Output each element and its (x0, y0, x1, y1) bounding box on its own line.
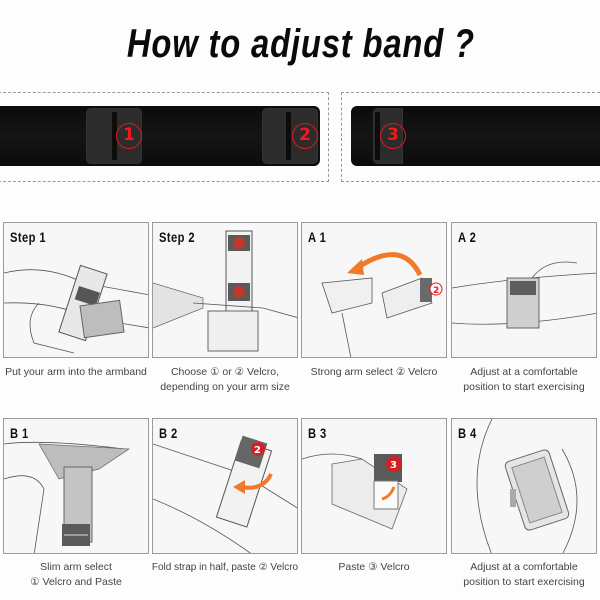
step-b3-panel: 3 B 3 (301, 418, 447, 554)
marker-2: 2 (292, 123, 318, 149)
step-a2-panel: A 2 (451, 222, 597, 358)
step-label: Step 2 (159, 229, 196, 245)
phone-armband-illustration (476, 419, 578, 553)
step-label: B 4 (458, 425, 477, 441)
step-a1-caption: Strong arm select ② Velcro (299, 365, 449, 380)
velcro-slot-3 (375, 112, 380, 160)
step-b4-panel: B 4 (451, 418, 597, 554)
step-b1-caption: Slim arm select ① Velcro and Paste (1, 560, 151, 590)
step-1-panel: Step 1 (3, 222, 149, 358)
caption-line: Slim arm select (40, 561, 112, 573)
step-a1-panel: 2 A 1 (301, 222, 447, 358)
marker-3: 3 (380, 123, 406, 149)
band-diagram-right-frame (341, 92, 600, 182)
caption-line: depending on your arm size (160, 381, 290, 393)
band-left: 1 2 (0, 106, 320, 166)
svg-text:3: 3 (390, 460, 397, 471)
marker-1: 1 (116, 123, 142, 149)
caption-line: Strong arm select ② Velcro (310, 366, 438, 378)
choose-velcro-illustration (153, 230, 297, 352)
caption-line: ① Velcro and Paste (30, 576, 122, 588)
strong-arm-illustration: 2 (321, 252, 443, 357)
step-2-panel: Step 2 (152, 222, 298, 358)
step-label: A 1 (308, 229, 327, 245)
step-b2-panel: 2 B 2 (152, 418, 298, 554)
step-label: A 2 (458, 229, 477, 245)
fold-strap-illustration: 2 (153, 435, 297, 553)
arm-in-armband-illustration (4, 264, 148, 354)
step-b3-caption: Paste ③ Velcro (299, 560, 449, 575)
step-a2-caption: Adjust at a comfortable position to star… (449, 365, 599, 395)
caption-line: Adjust at a comfortable (470, 561, 578, 573)
paste-velcro-illustration: 3 (302, 453, 408, 530)
velcro-slot-1 (112, 112, 117, 160)
caption-line: Choose ① or ② Velcro, (170, 366, 280, 378)
step-label: B 2 (159, 425, 178, 441)
slim-arm-illustration (4, 441, 131, 553)
step-1-caption: Put your arm into the armband (1, 365, 151, 380)
caption-line: position to start exercising (463, 576, 585, 588)
svg-text:2: 2 (433, 286, 439, 296)
step-b1-panel: B 1 (3, 418, 149, 554)
step-2-caption: Choose ① or ② Velcro, depending on your … (150, 365, 300, 395)
caption-line: Put your arm into the armband (5, 366, 147, 378)
band-diagram-left-frame (0, 92, 329, 182)
step-label: B 1 (10, 425, 29, 441)
page-title: How to adjust band ? (126, 22, 475, 66)
adjust-position-illustration (452, 261, 596, 329)
step-b4-caption: Adjust at a comfortable position to star… (449, 560, 599, 590)
velcro-slot-2 (286, 112, 291, 160)
step-b2-caption: Fold strap in half, paste ② Velcro (150, 560, 300, 575)
band-right: 3 (351, 106, 600, 166)
caption-line: position to start exercising (463, 381, 585, 393)
step-label: Step 1 (10, 229, 47, 245)
caption-line: Paste ③ Velcro (338, 561, 410, 573)
svg-text:2: 2 (254, 445, 261, 456)
caption-line: Fold strap in half, paste ② Velcro (151, 562, 299, 573)
step-label: B 3 (308, 425, 327, 441)
caption-line: Adjust at a comfortable (470, 366, 578, 378)
